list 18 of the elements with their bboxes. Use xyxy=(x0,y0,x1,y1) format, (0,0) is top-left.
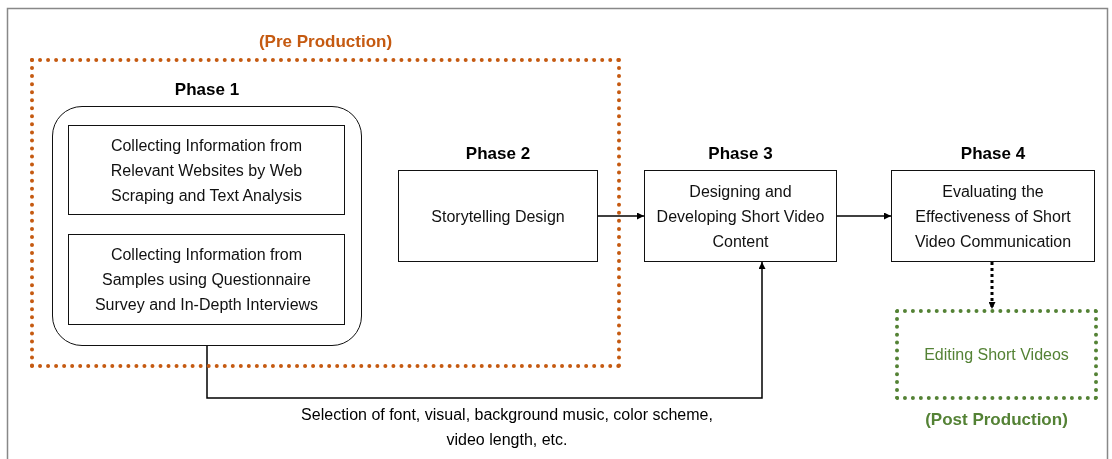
process-box xyxy=(68,125,345,215)
arrow xyxy=(206,261,766,399)
phase-heading: Phase 1 xyxy=(174,80,240,100)
process-box xyxy=(68,234,345,325)
step-text: Storytelling Design xyxy=(431,206,565,227)
step-text: Editing Short Videos xyxy=(924,345,1069,365)
arrow xyxy=(988,262,996,309)
process-box-text: Collecting Information from Samples using Questionnaire Survey and In-Depth Interviews xyxy=(93,245,320,315)
step-text: Designing and Developing Short Video Content xyxy=(655,181,826,252)
arrow xyxy=(836,212,892,220)
phase-heading: Phase 2 xyxy=(465,144,531,164)
phase-heading: Phase 3 xyxy=(708,144,773,164)
phase-heading: (Pre Production) xyxy=(258,32,393,52)
phase-heading: Phase 4 xyxy=(960,144,1026,164)
arrow xyxy=(597,212,645,220)
phase-heading: (Post Production) xyxy=(925,410,1068,430)
process-box-text: Collecting Information from Relevant Websites by Web Scraping and Text Analysis xyxy=(109,135,304,206)
step-text: Evaluating the Effectiveness of Short Video Communication xyxy=(913,181,1073,252)
